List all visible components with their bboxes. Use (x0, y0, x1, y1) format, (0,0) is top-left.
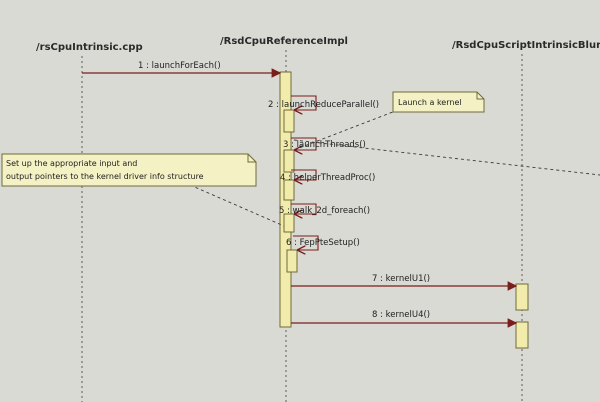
activation-helper (283, 179, 295, 201)
message-7-label: 7 : kernelU1() (372, 274, 430, 284)
note-setup-pointers-line1: Set up the appropriate input and (6, 159, 137, 168)
message-6-arrow (293, 235, 319, 250)
message-5-label: 5 : walk_2d_foreach() (279, 206, 370, 216)
note-launch-kernel-text: Launch a kernel (398, 98, 462, 107)
message-3-arrow (291, 137, 317, 150)
note-connector-launch-kernel (293, 109, 399, 151)
activation-walk (283, 213, 295, 233)
message-5-arrow (291, 203, 317, 214)
activation-setup (286, 249, 298, 273)
message-3-label: 3 : launchThreads() (283, 140, 366, 150)
activation-reduce (283, 109, 295, 133)
note-setup-pointers: Set up the appropriate input and output … (1, 153, 257, 187)
message-2-label: 2 : launchReduceParallel() (268, 100, 379, 110)
message-1-label: 1 : launchForEach() (138, 61, 221, 71)
activation-kernel-u4 (515, 321, 529, 349)
lifeline-title-rsdcpureferenceimpl: /RsdCpuReferenceImpl (220, 36, 348, 47)
activation-kernel-u1 (515, 283, 529, 311)
message-4-arrow (291, 169, 317, 180)
message-2-arrow (291, 95, 317, 110)
note-launch-kernel: Launch a kernel (392, 91, 485, 113)
message-4-label: 4 : helperThreadProc() (280, 173, 375, 183)
message-6-label: 6 : FepPteSetup() (286, 238, 360, 248)
note-connector-setup (189, 184, 285, 227)
message-8-label: 8 : kernelU4() (372, 310, 430, 320)
lifeline-title-rscpuintrinsic: /rsCpuIntrinsic.cpp (36, 42, 143, 53)
note-setup-pointers-line2: output pointers to the kernel driver inf… (6, 172, 204, 181)
activation-bars (279, 71, 529, 349)
lifeline-title-rsdcpuscriptintrinsicblur: /RsdCpuScriptIntrinsicBlur (452, 40, 600, 51)
activation-threads (283, 149, 295, 173)
